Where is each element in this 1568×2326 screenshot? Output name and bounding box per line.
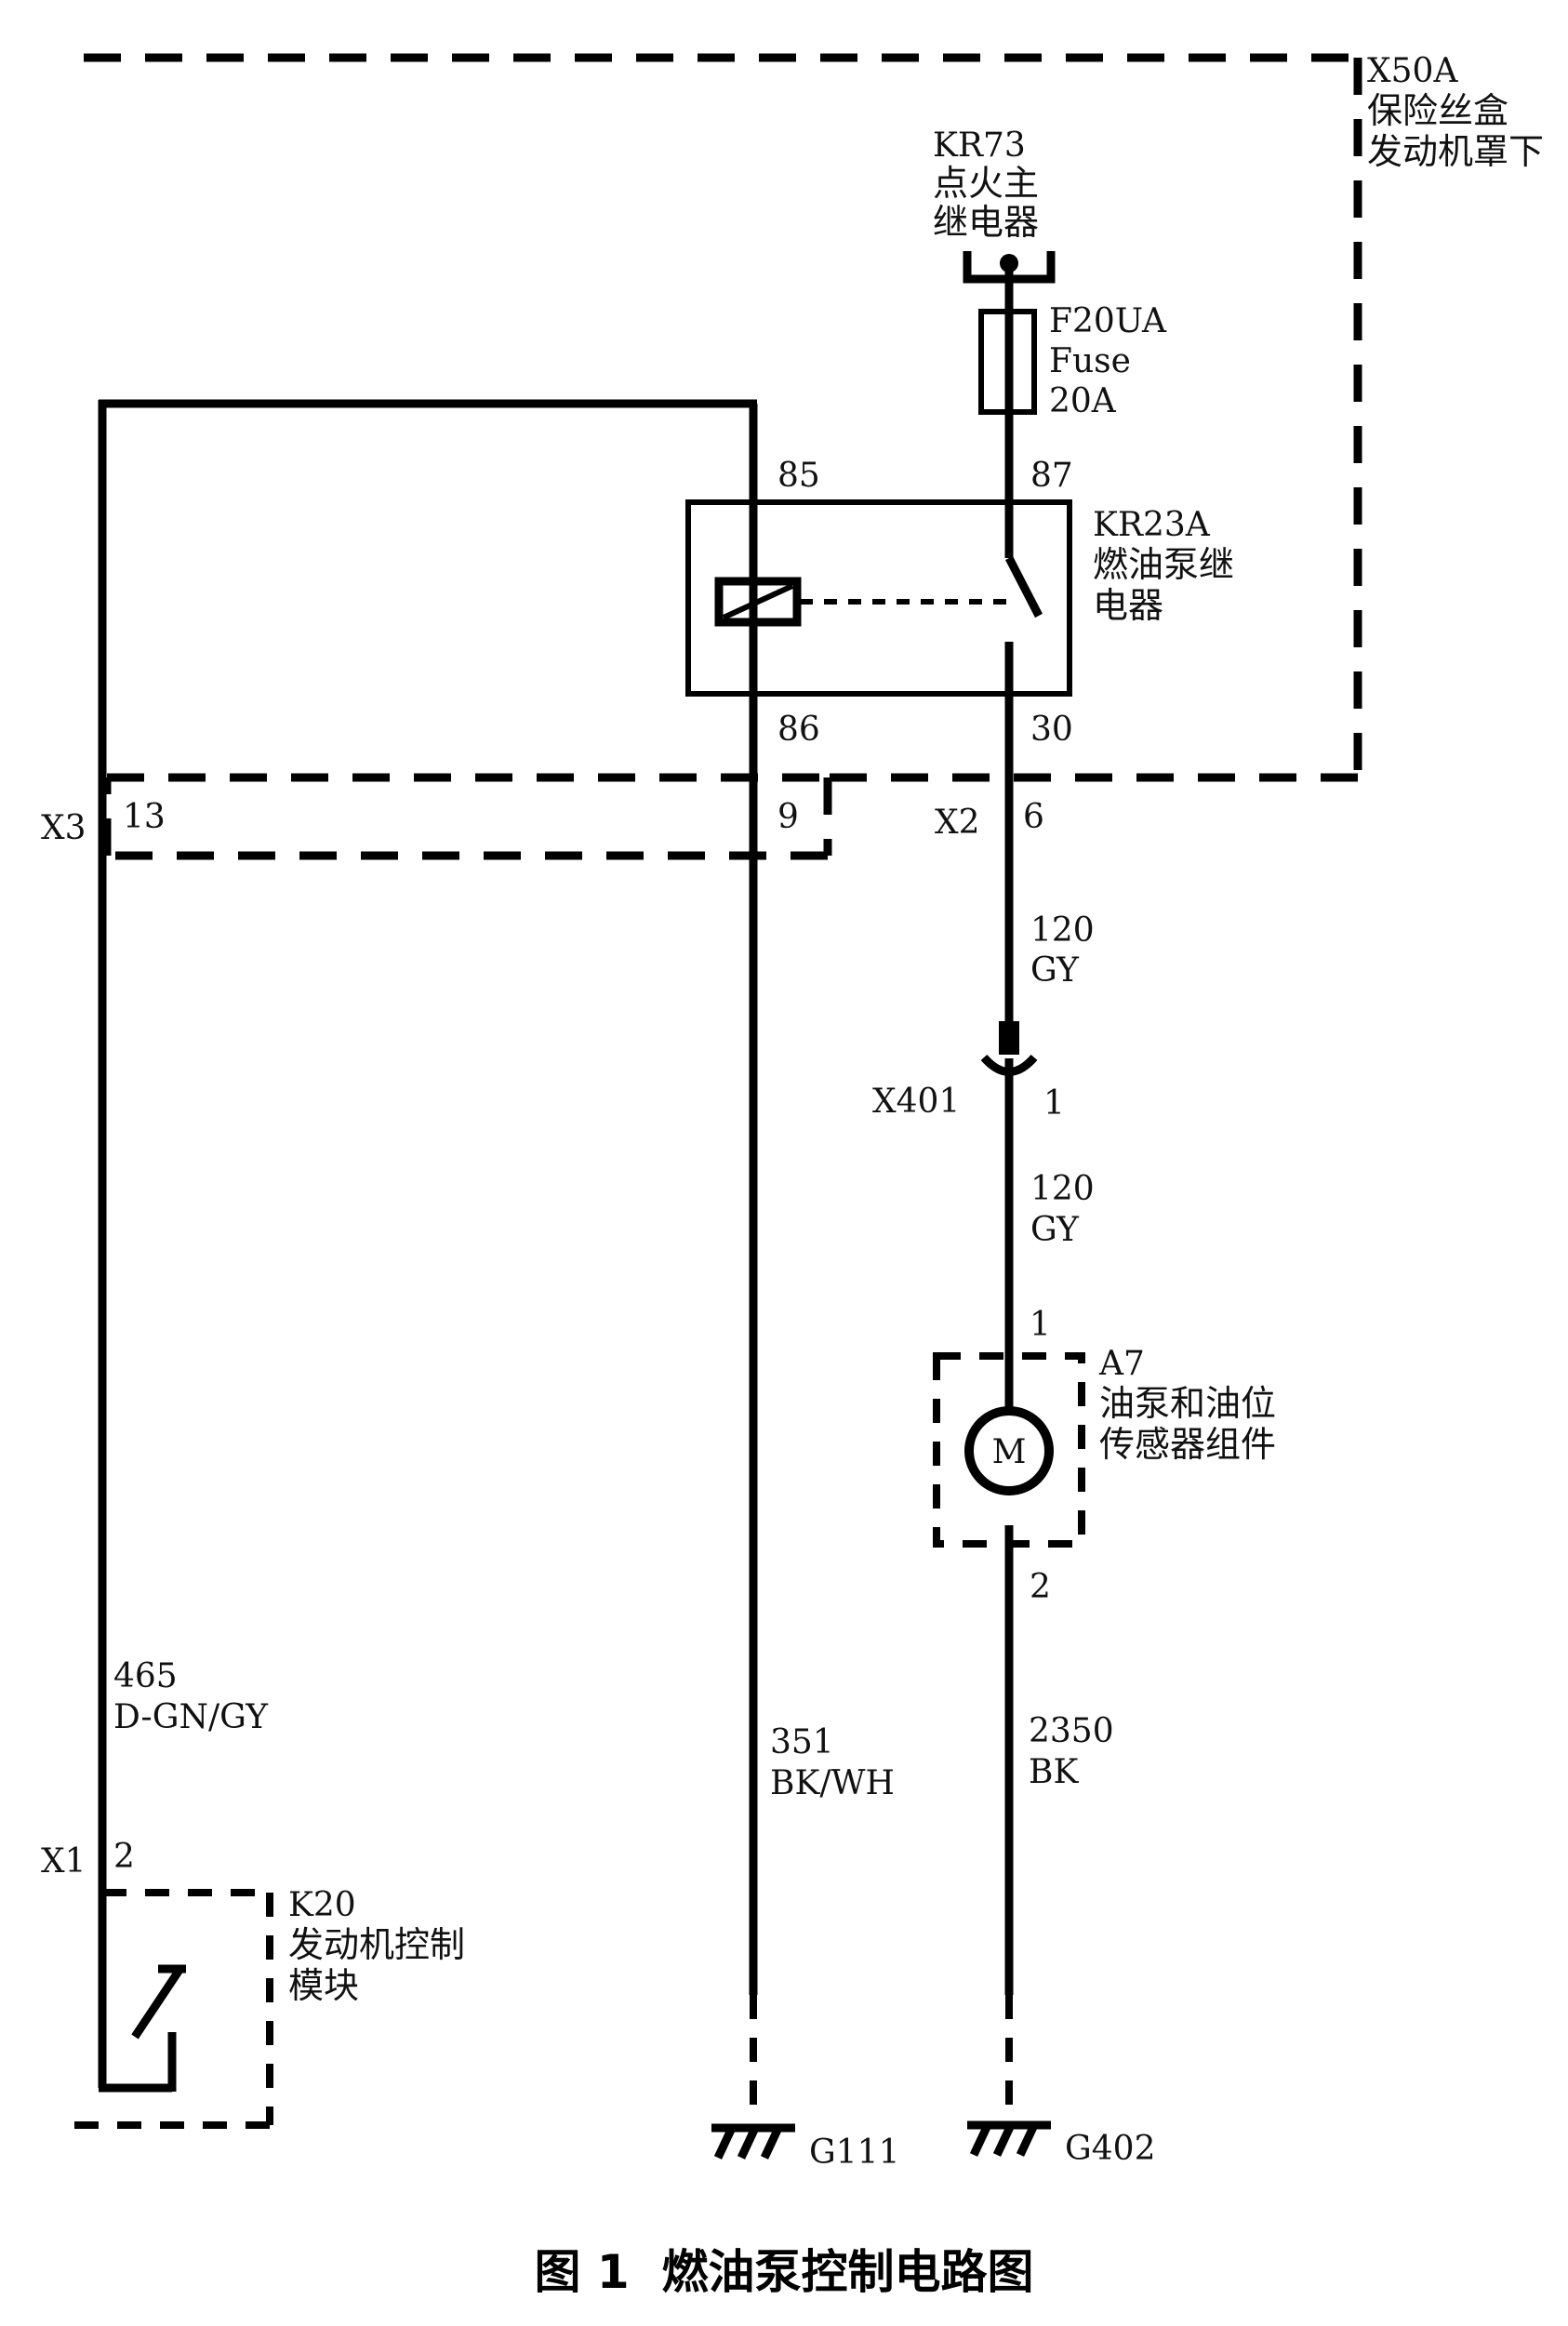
wire-120-lower-color: GY [1030, 1211, 1080, 1249]
wire-351-color: BK/WH [770, 1764, 895, 1802]
fuel-pump-relay-name-line-1: 燃油泵继 [1093, 544, 1234, 585]
ground-g402-symbol [967, 2120, 1051, 2157]
ecm-name-line-1: 发动机控制 [288, 1924, 465, 1965]
fuse-type: Fuse [1049, 342, 1131, 380]
connector-x1-label: X1 [41, 1842, 86, 1881]
fuse-box-outline [84, 53, 1362, 860]
figure-caption: 图 1 燃油泵控制电路图 [534, 2245, 1033, 2299]
connector-x2-label: X2 [935, 804, 980, 842]
wire-120-upper-circuit: 120 [1030, 911, 1095, 950]
wire-120-lower-circuit: 120 [1030, 1170, 1095, 1208]
fuse-rating: 20A [1049, 382, 1117, 420]
wire-120-upper-color: GY [1030, 951, 1080, 990]
ecm-id: K20 [288, 1886, 356, 1924]
fuse-id: F20UA [1049, 302, 1167, 340]
ignition-relay-name-line-2: 继电器 [933, 202, 1039, 243]
connector-x401-label: X401 [872, 1083, 960, 1121]
relay-pin-30: 30 [1030, 711, 1073, 749]
pump-name-line-2: 传感器组件 [1099, 1424, 1276, 1465]
pump-pin-2: 2 [1030, 1568, 1051, 1606]
connector-x1-pin: 2 [113, 1838, 135, 1876]
wire-465-circuit: 465 [113, 1657, 178, 1695]
fuel-pump-relay-box [685, 499, 1072, 697]
fuse-box-id: X50A [1367, 52, 1458, 90]
fuel-pump-relay-name-line-2: 电器 [1093, 585, 1163, 626]
wire-351-circuit: 351 [770, 1723, 834, 1761]
pump-motor-letter: M [992, 1433, 1027, 1471]
wire-465-color: D-GN/GY [113, 1698, 269, 1736]
ignition-relay-id: KR73 [933, 126, 1026, 165]
relay-pin-86: 86 [777, 711, 820, 749]
pump-pin-1: 1 [1030, 1306, 1051, 1344]
connector-x3-pin-relay: 9 [777, 798, 799, 836]
pump-module-outline [933, 1352, 1085, 1548]
pump-name-line-1: 油泵和油位 [1099, 1383, 1276, 1424]
ecm-module-outline [65, 1889, 273, 2129]
connector-x401-pin: 1 [1043, 1084, 1065, 1123]
connector-x3-pin: 13 [123, 798, 166, 836]
fuel-pump-relay-id: KR23A [1093, 506, 1211, 544]
wire-2350-color: BK [1029, 1753, 1079, 1791]
ecm-control-wire [98, 399, 758, 2111]
relay-switch-contact [1004, 555, 1043, 693]
ground-g402-label: G402 [1065, 2130, 1155, 2168]
fuse-box-name-line-2: 发动机罩下 [1367, 131, 1544, 172]
connector-x401-symbol [980, 1021, 1038, 1076]
pump-motor-symbol [964, 1406, 1054, 1495]
pump-id: A7 [1098, 1345, 1145, 1383]
ecm-name-line-2: 模块 [288, 1965, 359, 2006]
ignition-relay-name-line-1: 点火主 [933, 163, 1039, 204]
connector-x3-label: X3 [41, 809, 86, 847]
ground-g111-label: G111 [809, 2133, 899, 2172]
wire-2350-circuit: 2350 [1029, 1712, 1114, 1750]
ignition-relay-terminal [963, 251, 1056, 284]
connector-x2-pin: 6 [1023, 798, 1044, 836]
relay-coil [714, 577, 1014, 627]
relay-pin-85: 85 [777, 457, 820, 495]
relay-pin-87: 87 [1030, 457, 1073, 495]
fuse-box-name-line-1: 保险丝盒 [1367, 90, 1508, 131]
ground-g111-symbol [711, 2123, 795, 2160]
